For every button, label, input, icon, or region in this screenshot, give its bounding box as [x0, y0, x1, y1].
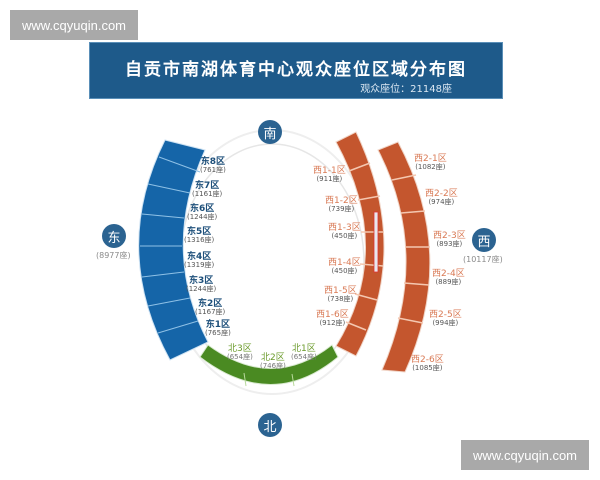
- section-label-west1-6: 西1-6区(912座): [316, 310, 349, 328]
- west1-stand: [335, 131, 385, 357]
- total-seats: 观众座位：21148座: [360, 84, 452, 95]
- section-label-north-2: 北2区(746座): [260, 353, 286, 371]
- section-label-west2-2: 西2-2区(974座): [425, 189, 458, 207]
- section-label-north-3: 北3区(654座): [227, 344, 253, 362]
- section-label-east-4: 东4区(1319座): [184, 252, 215, 270]
- section-label-north-1: 北1区(654座): [291, 344, 317, 362]
- section-label-west1-3: 西1-3区(450座): [328, 223, 361, 241]
- section-label-west2-1: 西2-1区(1082座): [414, 154, 447, 172]
- section-label-east-8: 东8区(761座): [200, 157, 226, 175]
- section-label-west1-5: 西1-5区(738座): [324, 286, 357, 304]
- west2-stand: [377, 141, 431, 373]
- section-label-west2-3: 西2-3区(893座): [433, 231, 466, 249]
- section-label-west1-2: 西1-2区(739座): [325, 196, 358, 214]
- section-label-east-6: 东6区(1244座): [187, 204, 218, 222]
- direction-south-badge: 南: [258, 120, 282, 144]
- section-label-west1-4: 西1-4区(450座): [328, 258, 361, 276]
- direction-west-badge: 西: [472, 228, 496, 252]
- direction-east-badge: 东: [102, 224, 126, 248]
- section-label-west1-1: 西1-1区(911座): [313, 166, 346, 184]
- section-label-east-5: 东5区(1316座): [184, 227, 215, 245]
- direction-north-badge: 北: [258, 413, 282, 437]
- title-banner: 自贡市南湖体育中心观众座位区域分布图 观众座位：21148座: [89, 42, 503, 99]
- section-label-east-1: 东1区(765座): [205, 320, 231, 338]
- section-label-west2-4: 西2-4区(889座): [432, 269, 465, 287]
- section-label-west2-6: 西2-6区(1085座): [411, 355, 444, 373]
- section-label-east-7: 东7区(1161座): [192, 181, 223, 199]
- watermark-top: www.cqyuqin.com: [10, 10, 138, 40]
- east-total-seats: (8977座): [96, 251, 131, 260]
- section-label-east-3: 东3区(1244座): [186, 276, 217, 294]
- section-label-west2-5: 西2-5区(994座): [429, 310, 462, 328]
- north-stand: [199, 344, 339, 387]
- section-label-east-2: 东2区(1167座): [195, 299, 226, 317]
- page-title: 自贡市南湖体育中心观众座位区域分布图: [125, 60, 467, 80]
- watermark-bottom: www.cqyuqin.com: [461, 440, 589, 470]
- east-stand: [138, 139, 209, 361]
- west-total-seats: (10117座): [463, 255, 503, 264]
